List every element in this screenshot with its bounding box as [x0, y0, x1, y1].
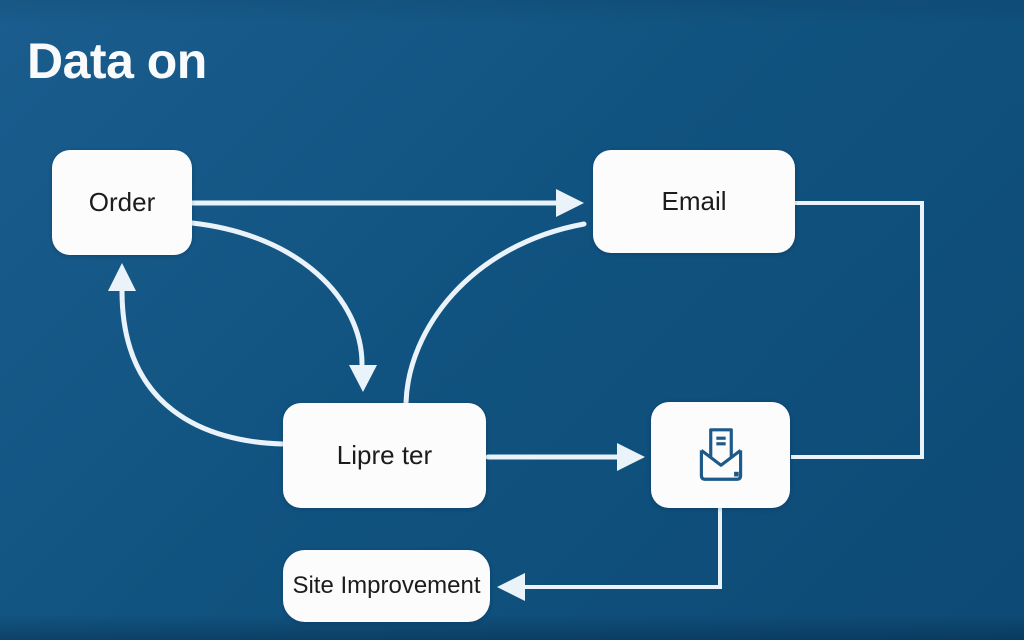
node-mailbox	[651, 402, 790, 508]
node-site-improvement-label: Site Improvement	[292, 572, 481, 599]
document-into-envelope-icon	[699, 428, 742, 481]
edge-order-to-email-arrowhead	[556, 189, 584, 217]
edge-order-to-processor	[189, 220, 365, 367]
node-processor: Lipre ter	[283, 403, 486, 508]
edge-processor-to-order	[119, 288, 286, 447]
edge-processor-to-email	[403, 221, 587, 406]
edge-email-to-mailbox	[791, 201, 924, 459]
node-site-improvement: Site Improvement	[283, 550, 490, 622]
edge-processor-to-mailbox-arrowhead	[617, 443, 645, 471]
edge-mailbox-to-site-improvement	[523, 508, 722, 589]
edge-processor-to-order-arrowhead	[108, 263, 136, 291]
node-email: Email	[593, 150, 795, 253]
edge-mailbox-to-site-improvement-arrowhead	[497, 573, 525, 601]
node-processor-label: Lipre ter	[336, 440, 433, 470]
edge-order-to-processor-arrowhead	[349, 365, 377, 392]
diagram-title: Data on	[27, 33, 207, 89]
node-email-label: Email	[661, 186, 727, 216]
node-order-label: Order	[88, 187, 156, 217]
node-order: Order	[52, 150, 192, 255]
